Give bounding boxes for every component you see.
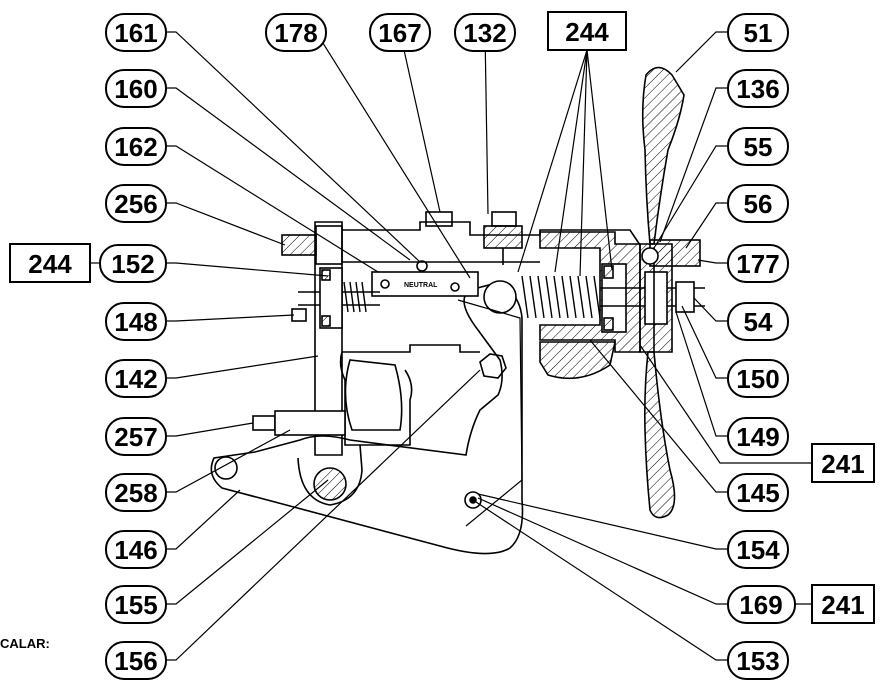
top-bolt-2-body (483, 225, 523, 249)
pivot-shaft (313, 467, 347, 501)
callouts: 161 178 167 132 244 51 160 136 (9, 11, 875, 680)
arm-hole (214, 456, 238, 480)
callout-132: 132 (454, 13, 516, 52)
bracket-plate (314, 221, 343, 456)
stud-257 (252, 415, 276, 431)
callout-256: 256 (105, 184, 167, 223)
leader-lines (90, 31, 812, 661)
set-screw-block (649, 239, 701, 267)
frame-body (342, 344, 480, 353)
left-knob (281, 234, 317, 256)
svg-text:257: 257 (114, 422, 157, 452)
callout-156: 156 (105, 641, 167, 680)
svg-text:154: 154 (736, 535, 780, 565)
callout-161: 161 (105, 13, 167, 52)
mechanism-drawing: NEUTRAL (210, 66, 705, 555)
callout-150: 150 (727, 359, 789, 398)
pivot-boss (297, 444, 363, 506)
swing-arm (210, 281, 524, 555)
callout-160: 160 (105, 69, 167, 108)
corner-label: CALAR: (0, 636, 50, 651)
set-screw-ball (641, 247, 659, 265)
svg-text:178: 178 (274, 18, 317, 48)
callout-51: 51 (727, 13, 789, 52)
stud-148 (291, 308, 307, 322)
top-bolt-2 (491, 211, 517, 227)
plate-screw-top (416, 260, 428, 272)
callout-146: 146 (105, 530, 167, 569)
svg-text:153: 153 (736, 646, 779, 676)
callout-177: 177 (727, 244, 789, 283)
svg-text:156: 156 (114, 646, 157, 676)
callout-153: 153 (727, 641, 789, 680)
top-bolt (425, 211, 453, 227)
main-spring (521, 275, 601, 319)
svg-text:142: 142 (114, 364, 157, 394)
callout-244-boxed-top: 244 (547, 11, 627, 51)
callout-241-boxed-b: 241 (811, 584, 875, 624)
callout-178: 178 (265, 13, 327, 52)
callout-169: 169 (727, 585, 796, 624)
frame-cutout (344, 359, 403, 431)
svg-text:241: 241 (821, 590, 864, 620)
handwheel-spoke-top (641, 66, 685, 245)
svg-text:51: 51 (744, 18, 773, 48)
callout-241-boxed-a: 241 (811, 443, 875, 483)
svg-text:56: 56 (744, 189, 773, 219)
shaft-nut (675, 281, 695, 313)
left-bearing (319, 267, 343, 329)
neutral-plate-label: NEUTRAL (404, 282, 438, 289)
plate-screw-left (380, 279, 390, 289)
svg-text:146: 146 (114, 535, 157, 565)
pivot-pin (483, 280, 517, 314)
svg-text:244: 244 (28, 249, 72, 279)
top-housing (342, 221, 641, 246)
svg-text:169: 169 (739, 590, 782, 620)
callout-154: 154 (727, 530, 789, 569)
svg-text:132: 132 (463, 18, 506, 48)
svg-text:152: 152 (111, 249, 154, 279)
svg-text:149: 149 (736, 422, 779, 452)
callout-149: 149 (727, 417, 789, 456)
hex-bolt (479, 353, 507, 379)
svg-text:177: 177 (736, 249, 779, 279)
plate-screw-right (450, 282, 460, 292)
callout-167: 167 (369, 13, 431, 52)
callout-145: 145 (727, 473, 789, 512)
callout-257: 257 (105, 417, 167, 456)
left-spring (343, 281, 367, 313)
callout-258: 258 (105, 473, 167, 512)
neutral-plate (371, 271, 479, 297)
svg-text:167: 167 (378, 18, 421, 48)
svg-text:244: 244 (565, 17, 609, 47)
svg-text:160: 160 (114, 74, 157, 104)
svg-text:256: 256 (114, 189, 157, 219)
callout-162: 162 (105, 127, 167, 166)
callout-56: 56 (727, 184, 789, 223)
svg-text:148: 148 (114, 307, 157, 337)
frame-lower (339, 351, 413, 446)
svg-text:155: 155 (114, 590, 157, 620)
callout-55: 55 (727, 127, 789, 166)
handwheel-spoke-bottom (644, 351, 676, 519)
callout-152: 152 (99, 244, 167, 283)
svg-text:258: 258 (114, 478, 157, 508)
svg-text:145: 145 (736, 478, 779, 508)
callout-54: 54 (727, 302, 789, 341)
callout-136: 136 (727, 69, 789, 108)
hub-insert (644, 271, 668, 325)
svg-text:55: 55 (744, 132, 773, 162)
svg-text:54: 54 (744, 307, 773, 337)
callout-148: 148 (105, 302, 167, 341)
housing-bottom-hatch (539, 341, 616, 380)
svg-text:150: 150 (736, 364, 779, 394)
callout-155: 155 (105, 585, 167, 624)
svg-text:241: 241 (821, 449, 864, 479)
svg-text:161: 161 (114, 18, 157, 48)
svg-text:162: 162 (114, 132, 157, 162)
callout-244-boxed-left: 244 (9, 243, 91, 283)
svg-text:136: 136 (736, 74, 779, 104)
callout-142: 142 (105, 359, 167, 398)
